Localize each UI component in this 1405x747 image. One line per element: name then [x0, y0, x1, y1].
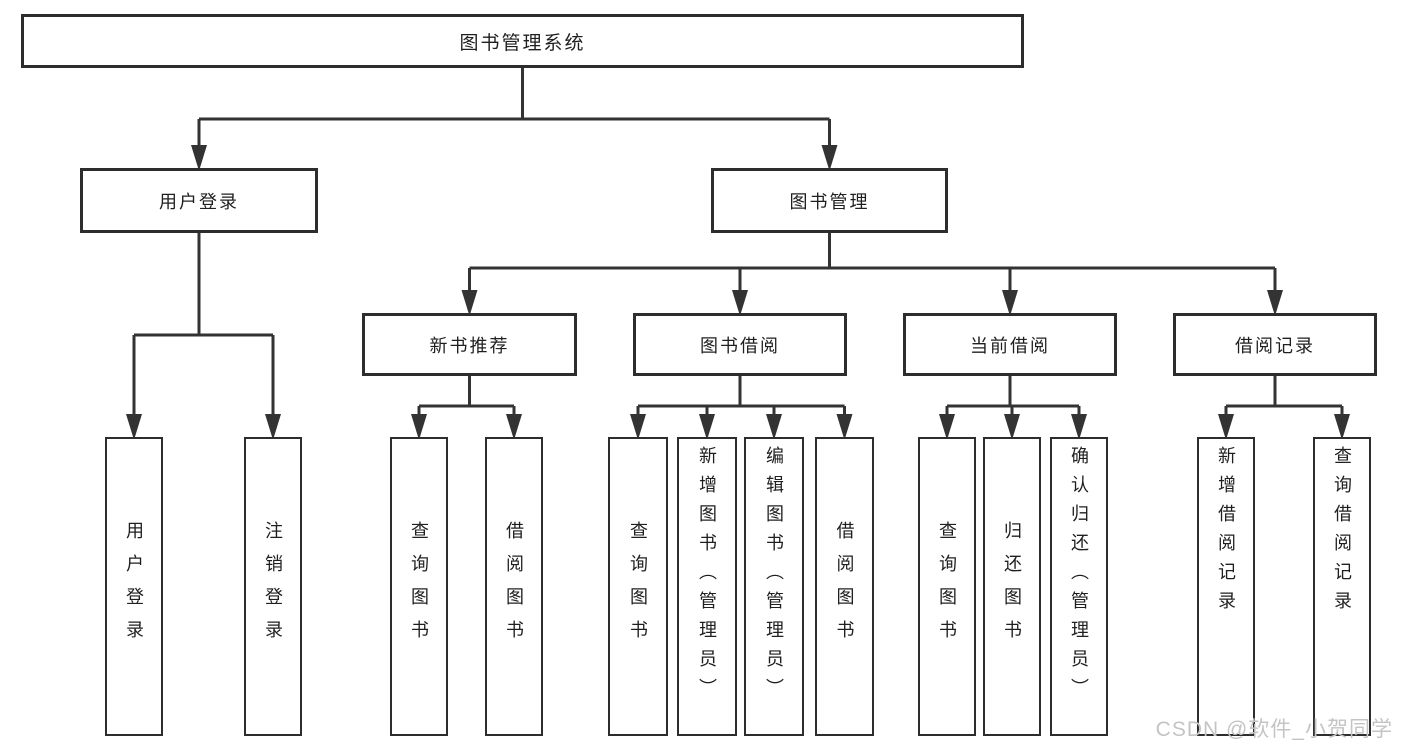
node-cb-return-label: 归还图书 [1002, 520, 1022, 653]
arrowhead-icon [1004, 414, 1020, 440]
node-nb-query-label: 查询图书 [409, 520, 429, 653]
node-br-query-label: 查询借阅记录 [1332, 446, 1352, 620]
edge-borrow-record [1218, 376, 1350, 440]
arrowhead-icon [191, 145, 207, 171]
arrowhead-icon [411, 414, 427, 440]
arrowhead-icon [1218, 414, 1234, 440]
arrowhead-icon [699, 414, 715, 440]
arrowhead-icon [732, 290, 748, 316]
node-bb-query: 查询图书 [608, 437, 668, 736]
node-nb-borrow: 借阅图书 [485, 437, 543, 736]
node-borrow-record: 借阅记录 [1173, 313, 1377, 376]
node-book-mgmt-label: 图书管理 [789, 191, 870, 212]
arrowhead-icon [766, 414, 782, 440]
node-nb-borrow-label: 借阅图书 [504, 520, 524, 653]
node-bb-borrow: 借阅图书 [815, 437, 874, 736]
edge-current-borrow [939, 376, 1087, 440]
node-user-login-label: 用户登录 [159, 191, 239, 212]
node-current-borrow: 当前借阅 [903, 313, 1117, 376]
node-nb-query: 查询图书 [390, 437, 448, 736]
node-ul-login: 用户登录 [105, 437, 163, 736]
node-bb-query-label: 查询图书 [628, 520, 648, 653]
edge-root [191, 68, 838, 171]
edge-book-borrow [630, 376, 853, 440]
arrowhead-icon [821, 145, 838, 171]
arrowhead-icon [630, 414, 646, 440]
arrowhead-icon [265, 414, 281, 440]
node-user-login: 用户登录 [80, 168, 318, 233]
arrowhead-icon [1071, 414, 1087, 440]
node-book-borrow: 图书借阅 [633, 313, 847, 376]
node-root-label: 图书管理系统 [459, 32, 586, 54]
node-borrow-record-label: 借阅记录 [1235, 335, 1315, 356]
arrowhead-icon [1002, 290, 1018, 316]
node-br-query: 查询借阅记录 [1313, 437, 1371, 736]
node-cb-query: 查询图书 [918, 437, 976, 736]
arrowhead-icon [1334, 414, 1350, 440]
arrowhead-icon [461, 290, 478, 316]
node-cb-return: 归还图书 [983, 437, 1041, 736]
edge-book-mgmt [461, 233, 1283, 316]
node-ul-logout: 注销登录 [244, 437, 302, 736]
connector-line [132, 233, 275, 417]
arrowhead-icon [506, 414, 522, 440]
node-current-borrow-label: 当前借阅 [970, 335, 1050, 356]
node-br-add: 新增借阅记录 [1197, 437, 1255, 736]
node-bb-add: 新增图书（管理员） [677, 437, 737, 736]
connector-line [945, 376, 1081, 417]
node-new-book-label: 新书推荐 [429, 335, 510, 356]
connector-line [1224, 376, 1344, 417]
node-br-add-label: 新增借阅记录 [1216, 446, 1236, 620]
node-bb-edit-label: 编辑图书（管理员） [764, 446, 784, 707]
edge-new-book [411, 376, 522, 440]
node-bb-edit: 编辑图书（管理员） [744, 437, 804, 736]
edge-user-login [126, 233, 281, 440]
node-root: 图书管理系统 [21, 14, 1024, 68]
node-cb-confirm-label: 确认归还（管理员） [1069, 446, 1089, 707]
node-bb-add-label: 新增图书（管理员） [697, 446, 717, 707]
arrowhead-icon [939, 414, 955, 440]
node-ul-login-label: 用户登录 [124, 520, 144, 653]
watermark: CSDN @软件_小贺同学 [1155, 718, 1393, 741]
node-book-borrow-label: 图书借阅 [700, 335, 780, 356]
arrowhead-icon [1267, 290, 1283, 316]
connector-line [636, 376, 846, 417]
node-ul-logout-label: 注销登录 [263, 520, 283, 653]
node-cb-query-label: 查询图书 [937, 520, 957, 653]
connector-line [197, 68, 831, 148]
node-cb-confirm: 确认归还（管理员） [1050, 437, 1108, 736]
connector-line [468, 233, 1277, 293]
connector-line [417, 376, 516, 417]
arrowhead-icon [836, 414, 853, 440]
arrowhead-icon [126, 414, 142, 440]
node-bb-borrow-label: 借阅图书 [834, 520, 855, 653]
node-new-book: 新书推荐 [362, 313, 577, 376]
node-book-mgmt: 图书管理 [711, 168, 948, 233]
